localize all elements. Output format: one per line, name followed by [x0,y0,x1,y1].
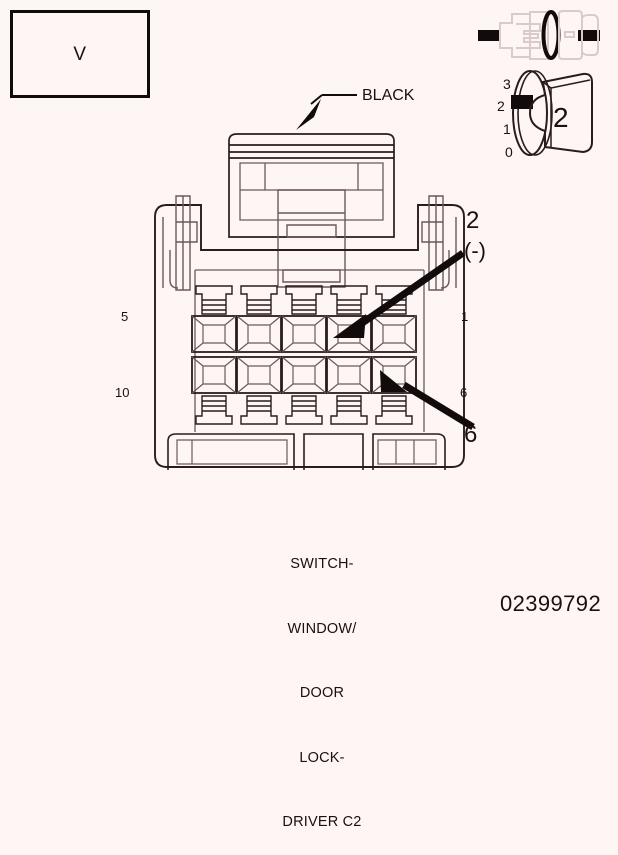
lock-tab [240,285,278,315]
callout-arrow-2-shaft [356,250,465,329]
callout-arrow-pin-2 [333,250,465,338]
cavity-row-top [191,315,417,353]
color-callout-line-diagonal [310,94,323,105]
wire-color-label: BLACK [362,87,415,104]
lock-tab [330,285,368,315]
cavity [281,356,327,394]
connector-size-gauge [511,70,593,156]
lock-tab [195,395,233,425]
gauge-connector-top-edge [550,79,591,89]
callout-arrow-2-head [333,314,366,338]
view-reference-letter: V [73,43,87,65]
connector-inner-shoulder [194,269,425,432]
gauge-scale-label-1: 1 [503,121,511,137]
caption-line: DRIVER C2 [282,814,362,830]
callout-pin-2-number: 2 [466,207,480,234]
lock-tab [240,395,278,425]
gauge-ring-outer [512,70,548,156]
callout-pin-6-number: 6 [464,421,478,448]
callout-pin-2-polarity: (-) [464,238,486,263]
callout-arrow-6-shaft [402,382,475,430]
lock-tab [330,395,368,425]
lock-tab [375,395,413,425]
cavity [191,356,237,394]
pin-number-label-bottom-right: 6 [460,385,468,400]
bottom-lock-tabs [195,395,413,425]
connector-bottom-recess-inner [176,439,437,465]
cavity [236,315,282,353]
connector-top-latch [228,133,395,238]
cavity [236,356,282,394]
connector-icon-mid-body [529,11,549,60]
gauge-ring-inner [517,70,553,156]
cavity [191,315,237,353]
gauge-scale-label-2: 2 [497,98,505,114]
caption-line: LOCK- [299,749,345,766]
cavity [281,315,327,353]
connector-outer-shell [154,204,465,468]
cavity [371,315,417,353]
gauge-marker-block [511,95,533,109]
cavity-pin-2 [326,315,372,353]
connector-icon-left-wire [478,30,500,41]
connector-caption: SWITCH- WINDOW/ DOOR LOCK- DRIVER C2 [244,511,400,855]
caption-line: DOOR [299,685,345,701]
callout-arrow-pin-6 [380,370,475,430]
color-callout-leader [296,94,357,130]
gauge-connector-body [528,72,593,154]
color-callout-arrowhead [296,99,321,130]
connector-diagram-canvas [154,10,600,470]
cavity [326,356,372,394]
part-number-label: 02399792 [500,591,602,616]
connector-left-wing [162,195,198,291]
pin-number-label-bottom-left: 10 [115,385,130,400]
gauge-scale-label-3: 3 [503,76,511,92]
caption-line: WINDOW/ [287,620,357,637]
connector-icon-right-body [558,10,599,60]
lock-tab [285,285,323,315]
pin-number-label-top-left: 5 [121,309,129,324]
gauge-scale-label-0: 0 [505,144,513,160]
lock-tab [195,285,233,315]
connector-icon-right-wire [578,30,600,41]
lock-tab [285,395,323,425]
mated-connector-icon [478,10,600,60]
gauge-connector-number: 2 [553,102,569,133]
caption-line: SWITCH- [290,556,354,572]
callout-arrow-6-head [380,370,407,392]
view-reference-box: V [10,10,150,98]
pin-number-label-top-right: 1 [461,309,469,324]
connector-bottom-recess [167,433,446,470]
